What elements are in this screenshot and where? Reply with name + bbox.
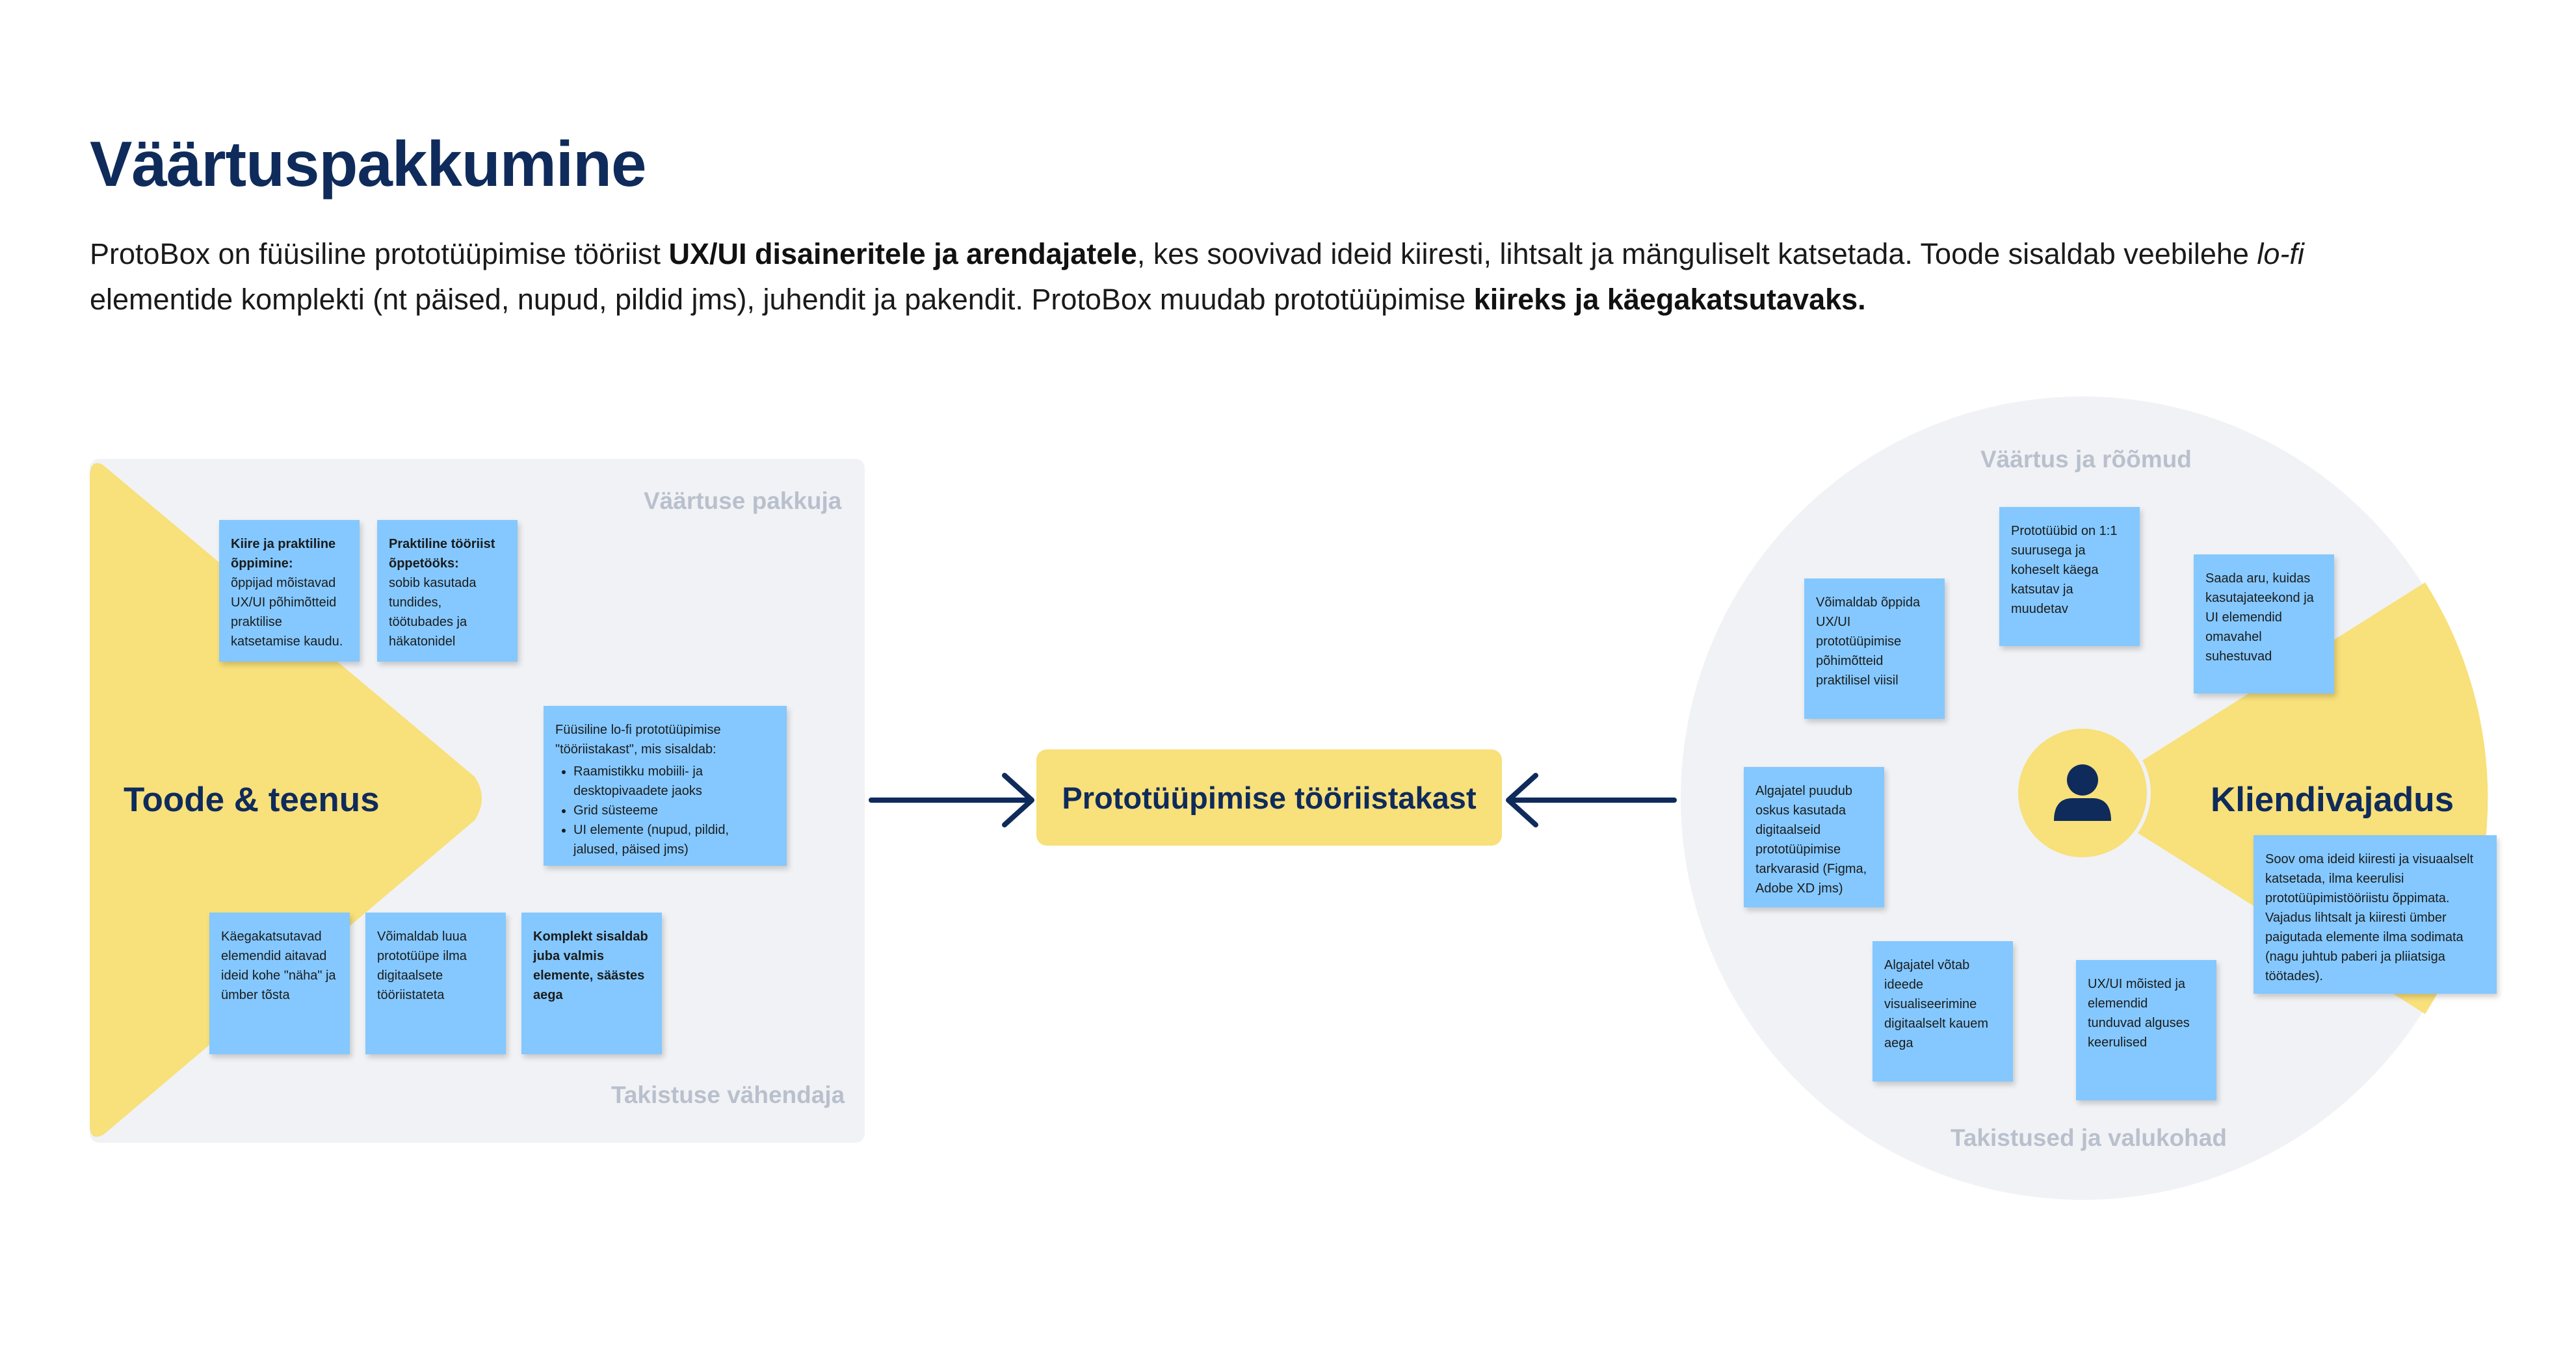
note-heading: Komplekt sisaldab juba valmis elemente, … — [533, 929, 648, 1002]
note-text: õppijad mõistavad UX/UI põhimõtteid prak… — [231, 576, 343, 649]
arrow-right-icon — [869, 773, 1034, 827]
note-text: Füüsiline lo-fi prototüüpimise "tööriist… — [555, 723, 721, 757]
gains-label: Väärtus ja rõõmud — [1980, 446, 2192, 473]
note-list-item: UI elemente (nupud, pildid, jalused, päi… — [573, 820, 775, 859]
sticky-note: Algajatel puudub oskus kasutada digitaal… — [1744, 767, 1884, 907]
note-text: sobib kasutada tundides, töötubades ja h… — [389, 576, 477, 649]
product-service-label: Toode & teenus — [124, 781, 380, 819]
sticky-note: Füüsiline lo-fi prototüüpimise "tööriist… — [544, 706, 787, 866]
arrow-left-icon — [1506, 773, 1677, 827]
note-text: Soov oma ideid kiiresti ja visuaalselt k… — [2265, 852, 2474, 983]
intro-text: , kes soovivad ideid kiiresti, lihtsalt … — [1137, 237, 2257, 270]
note-heading: Praktiline tööriist õppetööks: — [389, 537, 495, 571]
intro-bold-audience: UX/UI disaineritele ja arendajatele — [668, 237, 1137, 270]
sticky-note: Võimaldab luua prototüüpe ilma digitaals… — [365, 913, 506, 1054]
toolkit-label: Prototüüpimise tööriistakast — [1062, 780, 1477, 815]
note-list-item: Raamistikku mobiili- ja desktopivaadete … — [573, 762, 775, 801]
page-title: Väärtuspakkumine — [90, 128, 646, 200]
sticky-note: Algajatel võtab ideede visualiseerimine … — [1873, 941, 2013, 1082]
value-provider-label: Väärtuse pakkuja — [644, 487, 842, 514]
sticky-note: Soov oma ideid kiiresti ja visuaalselt k… — [2254, 835, 2497, 994]
obstacle-reducer-label: Takistuse vähendaja — [611, 1082, 845, 1108]
note-text: Võimaldab õppida UX/UI prototüüpimise põ… — [1816, 595, 1921, 688]
sticky-note: UX/UI mõisted ja elemendid tunduvad algu… — [2076, 960, 2216, 1100]
note-list-item: Grid süsteeme — [573, 801, 775, 820]
intro-bold-goal: kiireks ja käegakatsutavaks. — [1473, 283, 1866, 316]
note-heading: Kiire ja praktiline õppimine: — [231, 537, 336, 571]
sticky-note: Käegakatsutavad elemendid aitavad ideid … — [209, 913, 350, 1054]
sticky-note: Komplekt sisaldab juba valmis elemente, … — [521, 913, 662, 1054]
product-arrow-shape — [90, 463, 482, 1137]
sticky-note: Prototüübid on 1:1 suurusega ja koheselt… — [1999, 507, 2140, 646]
note-list: Raamistikku mobiili- ja desktopivaadete … — [555, 762, 775, 859]
note-text: Võimaldab luua prototüüpe ilma digitaals… — [377, 929, 467, 1002]
toolkit-box: Prototüüpimise tööriistakast — [1036, 749, 1502, 846]
note-text: UX/UI mõisted ja elemendid tunduvad algu… — [2088, 977, 2190, 1050]
intro-paragraph: ProtoBox on füüsiline prototüüpimise töö… — [90, 231, 2430, 322]
intro-italic-lofi: lo-fi — [2257, 237, 2304, 270]
sticky-note: Praktiline tööriist õppetööks: sobib kas… — [377, 520, 518, 662]
sticky-note: Võimaldab õppida UX/UI prototüüpimise põ… — [1804, 578, 1945, 719]
intro-text: ProtoBox on füüsiline prototüüpimise töö… — [90, 237, 669, 270]
sticky-note: Saada aru, kuidas kasutajateekond ja UI … — [2194, 554, 2334, 694]
customer-need-label: Kliendivajadus — [2211, 781, 2454, 819]
intro-text: elementide komplekti (nt päised, nupud, … — [90, 283, 1474, 316]
note-text: Saada aru, kuidas kasutajateekond ja UI … — [2205, 571, 2314, 664]
note-text: Algajatel puudub oskus kasutada digitaal… — [1755, 784, 1867, 896]
note-text: Käegakatsutavad elemendid aitavad ideid … — [221, 929, 336, 1002]
note-text: Prototüübid on 1:1 suurusega ja koheselt… — [2011, 524, 2118, 616]
note-text: Algajatel võtab ideede visualiseerimine … — [1884, 958, 1989, 1050]
pains-label: Takistused ja valukohad — [1951, 1124, 2227, 1151]
user-icon — [2054, 764, 2111, 821]
sticky-note: Kiire ja praktiline õppimine: õppijad mõ… — [219, 520, 360, 662]
